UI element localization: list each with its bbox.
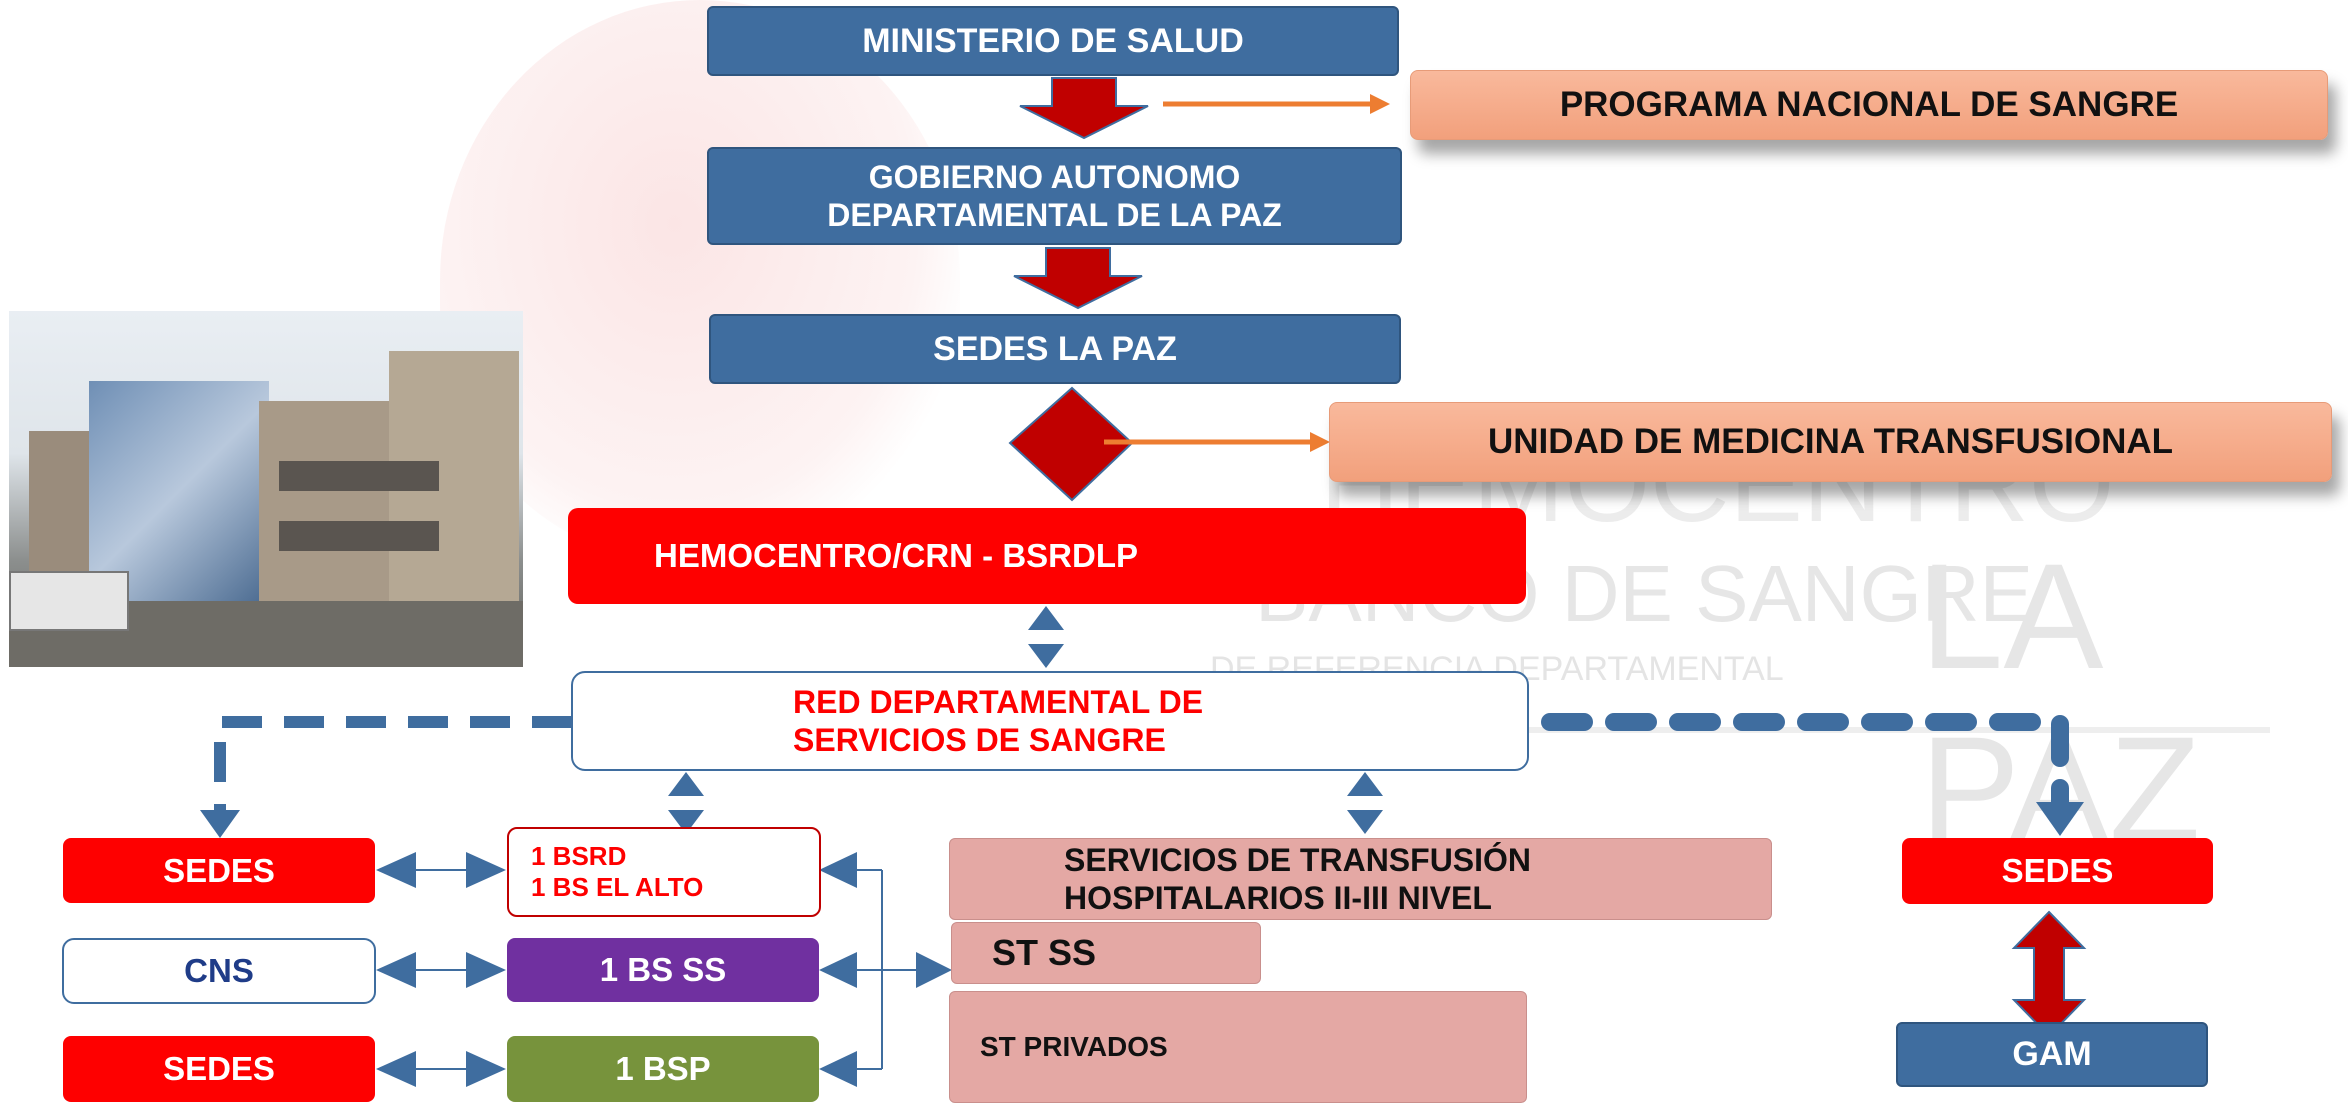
- dashed-right: [1541, 713, 2069, 811]
- box-ministerio: MINISTERIO DE SALUD: [707, 6, 1399, 76]
- building-glass: [89, 381, 269, 601]
- box-sedes-lapaz: SEDES LA PAZ: [709, 314, 1401, 384]
- box-bsrd: 1 BSRD 1 BS EL ALTO: [507, 827, 821, 917]
- box-bsp: 1 BSP: [507, 1036, 819, 1102]
- box-gobierno: GOBIERNO AUTONOMO DEPARTAMENTAL DE LA PA…: [707, 147, 1402, 245]
- box-sedes-left-1: SEDES: [63, 838, 375, 903]
- box-sedes-right: SEDES: [1902, 838, 2213, 904]
- dashed-left: [214, 716, 572, 815]
- box-hemocentro: HEMOCENTRO/CRN - BSRDLP: [568, 508, 1526, 604]
- building-windows-2: [279, 521, 439, 551]
- box-cns: CNS: [62, 938, 376, 1004]
- arrow-down-2: [1013, 247, 1143, 310]
- box-st-ss: ST SS: [951, 922, 1261, 984]
- box-servicios-transfusion: SERVICIOS DE TRANSFUSIÓN HOSPITALARIOS I…: [949, 838, 1772, 920]
- box-st-privados: ST PRIVADOS: [949, 991, 1527, 1103]
- watermark-blob: [440, 0, 960, 560]
- box-sedes-left-2: SEDES: [63, 1036, 375, 1102]
- arrow-sedes-gam: [2011, 910, 2087, 1038]
- box-unidad: UNIDAD DE MEDICINA TRANSFUSIONAL: [1329, 402, 2332, 482]
- truck: [9, 571, 129, 631]
- building-windows: [279, 461, 439, 491]
- box-red-departamental: RED DEPARTAMENTAL DE SERVICIOS DE SANGRE: [571, 671, 1529, 771]
- building-photo: [9, 311, 523, 667]
- watermark-rule: [1180, 727, 2270, 733]
- box-programa: PROGRAMA NACIONAL DE SANGRE: [1410, 70, 2328, 140]
- box-gam: GAM: [1896, 1022, 2208, 1087]
- box-bs-ss: 1 BS SS: [507, 938, 819, 1002]
- diamond-connector: [1008, 386, 1134, 502]
- arrow-down-1: [1019, 77, 1149, 140]
